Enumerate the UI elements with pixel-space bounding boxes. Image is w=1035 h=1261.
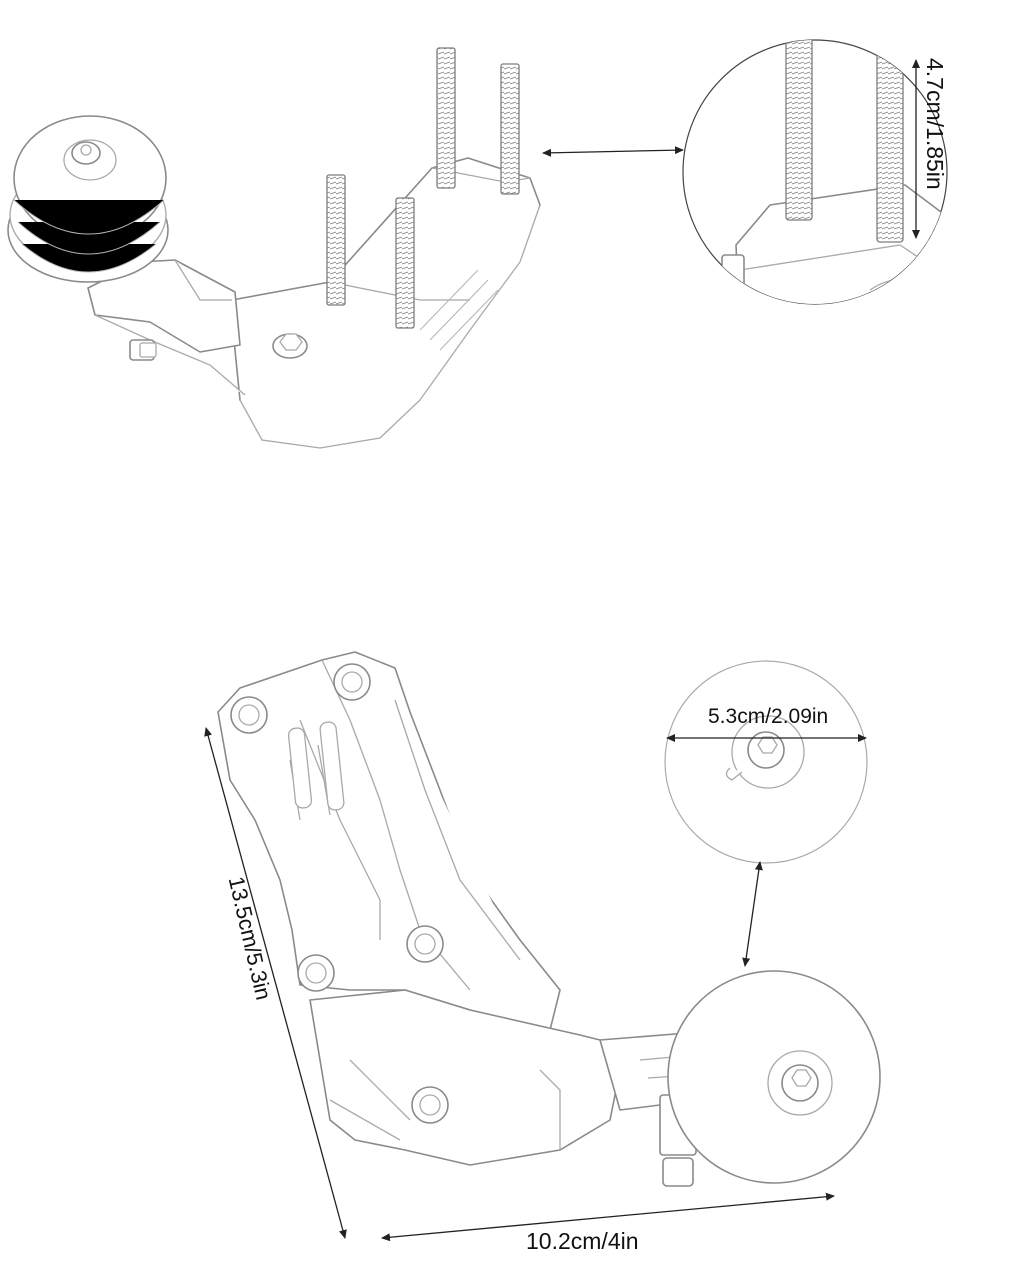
- stud-height-label: 4.7cm/1.85in: [922, 58, 948, 190]
- width-dimension-line: [381, 1192, 835, 1242]
- height-dimension-line: [204, 727, 347, 1239]
- bracket-width-label: 10.2cm/4in: [526, 1228, 639, 1254]
- wheel-diameter-label: 5.3cm/2.09in: [708, 705, 829, 728]
- tensioner-side-view: [7, 47, 541, 449]
- zoom-connector-arrow: [542, 146, 684, 157]
- stud-zoom-detail: [682, 39, 948, 305]
- wheel-connector-arrow: [742, 861, 763, 967]
- wheel-zoom-detail: [664, 660, 868, 864]
